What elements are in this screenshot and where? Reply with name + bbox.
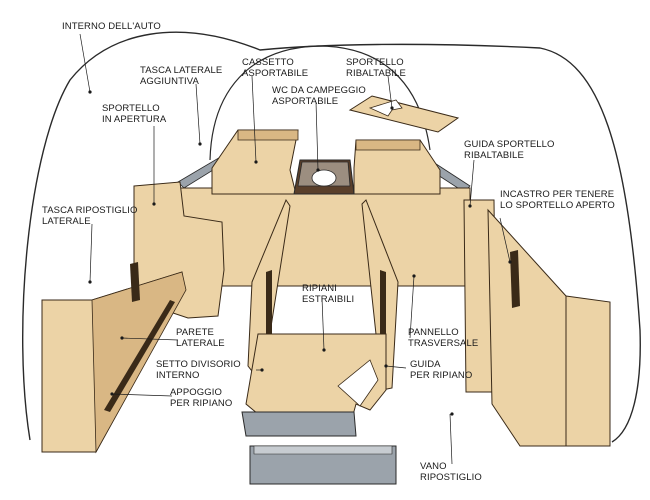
label-setto-divisorio: SETTO DIVISORIO INTERNO [156,359,241,381]
label-tasca-ripostiglio: TASCA RIPOSTIGLIO LATERALE [42,205,138,227]
label-parete-laterale: PARETE LATERALE [176,327,225,349]
car-interior-outline [22,31,641,443]
pull-out-shelf-notch [337,359,379,407]
leader-dots [88,90,512,416]
right-lateral-wall-front [565,295,611,447]
label-appoggio-ripiano: APPOGGIO PER RIPIANO [170,387,233,409]
metal-tray-lower-top [253,445,393,455]
label-interno-auto: INTERNO DELL'AUTO [62,21,161,32]
label-tasca-laterale: TASCA LATERALE AGGIUNTIVA [140,65,223,87]
pull-out-shelf [245,333,387,427]
hinged-door-slot [368,99,403,117]
hinged-door-panel [348,95,460,133]
label-vano-ripostiglio: VANO RIPOSTIGLIO [420,461,482,483]
right-lateral-wall [487,208,567,447]
label-ripiani-estraibili: RIPIANI ESTRAIBILI [302,283,355,305]
label-pannello-trasversale: PANNELLO TRASVERSALE [408,327,479,349]
label-guida-ripiano: GUIDA PER RIPIANO [410,359,473,381]
left-bracket [130,262,140,302]
label-cassetto: CASSETTO ASPORTABILE [242,57,309,79]
metal-tray-upper [241,411,357,437]
left-shelf-support [104,300,175,412]
right-lock-latch [510,250,520,308]
label-sportello-ribaltabile: SPORTELLO RIBALTABILE [346,57,406,79]
car-headrest-arch [209,45,431,161]
label-wc: WC DA CAMPEGGIO ASPORTABILE [272,85,366,107]
drawer-right-side [355,139,421,151]
leader-lines [79,33,511,465]
label-guida-sportello: GUIDA SPORTELLO RIBALTABILE [464,139,555,161]
label-sportello-apertura: SPORTELLO IN APERTURA [102,103,167,125]
label-incastro: INCASTRO PER TENERE LO SPORTELLO APERTO [500,189,615,211]
drawer-left-side [237,129,299,141]
wc-hole [311,169,337,187]
